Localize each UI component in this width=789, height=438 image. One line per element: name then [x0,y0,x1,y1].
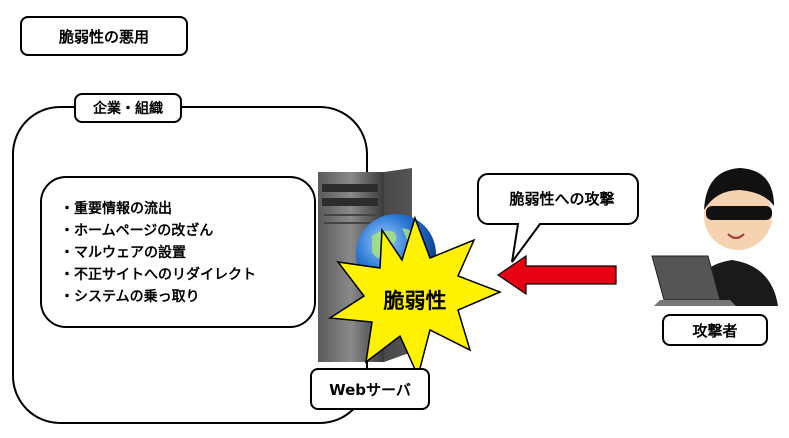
attack-label: 脆弱性への攻撃 [509,190,615,208]
vulnerability-label: 脆弱性 [383,289,447,313]
impact-item: ・重要情報の流出 [60,201,172,217]
impact-item: ・不正サイトへのリダイレクト [60,267,256,283]
attacker-icon [651,168,778,306]
diagram-title: 脆弱性の悪用 [20,16,188,56]
impact-item: ・マルウェアの設置 [60,245,186,261]
organization-label: 企業・組織 [74,93,182,123]
web-server-label: Webサーバ [310,368,430,410]
burst-star-icon [327,215,502,379]
impact-list: ・重要情報の流出 ・ホームページの改ざん ・マルウェアの設置 ・不正サイトへのリ… [40,176,316,328]
attack-arrow [496,254,617,296]
impact-item: ・ホームページの改ざん [60,223,214,239]
attacker-label: 攻撃者 [662,314,768,346]
impact-item: ・システムの乗っ取り [60,289,200,305]
